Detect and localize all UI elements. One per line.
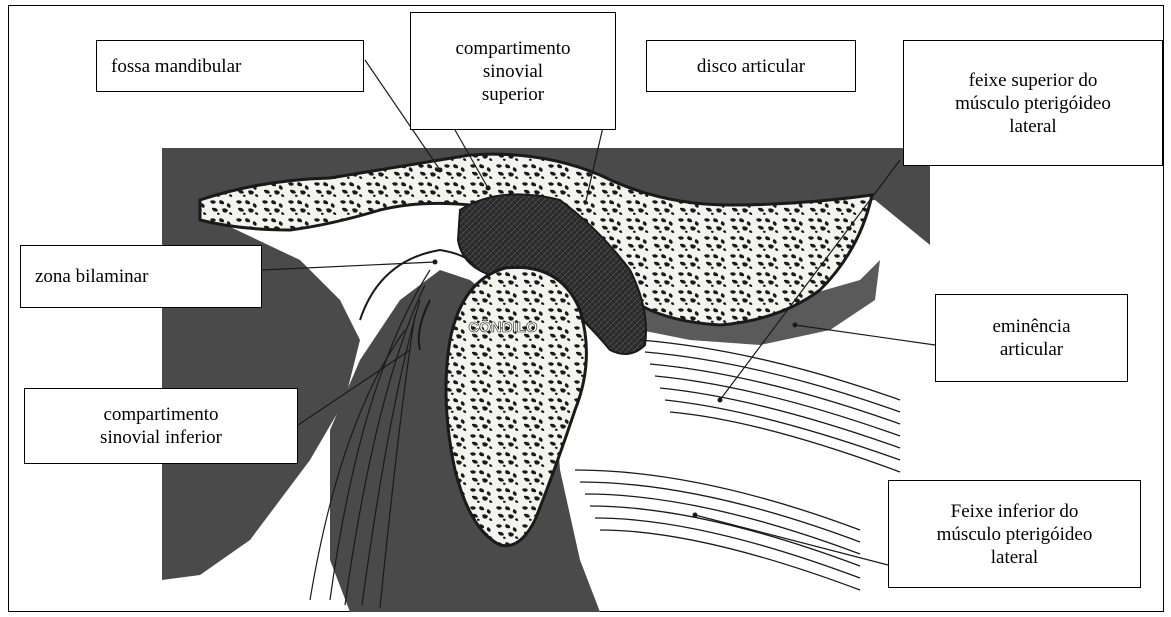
- label-fossa-mandibular: fossa mandibular: [96, 40, 364, 92]
- label-zona-bilaminar: zona bilaminar: [20, 245, 262, 308]
- label-feixe-inferior: Feixe inferior do músculo pterigóideo la…: [888, 480, 1141, 588]
- label-disco-articular: disco articular: [646, 40, 856, 92]
- condyle-text: CÔNDILO: [468, 318, 537, 336]
- label-feixe-superior: feixe superior do músculo pterigóideo la…: [903, 40, 1163, 166]
- label-compartimento-sinovial-superior: compartimento sinovial superior: [410, 12, 616, 130]
- inferior-muscle-fibers: [575, 470, 860, 590]
- label-eminencia-articular: eminência articular: [935, 294, 1128, 382]
- superior-muscle-fibers: [640, 340, 900, 472]
- label-compartimento-sinovial-inferior: compartimento sinovial inferior: [24, 388, 298, 464]
